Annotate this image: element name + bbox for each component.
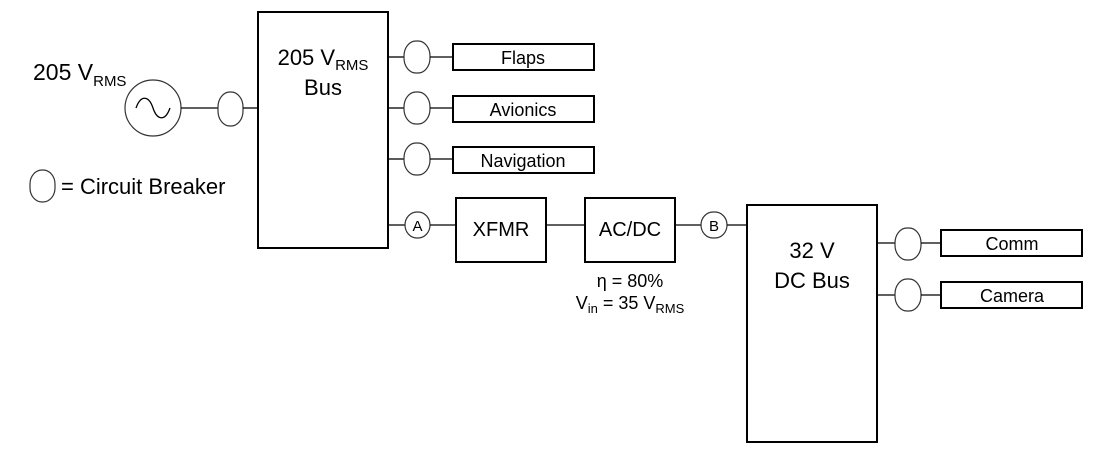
ac-bus-label-line2: Bus [304,75,342,100]
svg-text:A: A [412,218,422,235]
measurement-point-b: B [700,211,728,239]
input-voltage-label: Vin = 35 VRMS [576,293,685,316]
ac-load-flaps[interactable]: Flaps [388,40,595,74]
load-label: Navigation [480,151,565,171]
dc-bus-label-line2: DC Bus [774,268,850,293]
dc-bus-label: 32 V [789,238,835,263]
load-label: Flaps [501,48,545,68]
circuit-breaker-icon[interactable] [894,278,922,312]
svg-text:XFMR: XFMR [473,219,530,241]
ac-bus: 205 VRMS Bus [257,11,389,249]
svg-text:B: B [709,218,719,235]
svg-text:AC/DC: AC/DC [599,219,661,241]
ac-dc-converter-block: AC/DC [584,197,676,263]
source-label: 205 VRMS [33,59,126,90]
dc-load-camera[interactable]: Camera [877,278,1083,312]
legend-circuit-breaker-icon [29,169,56,203]
efficiency-label: η = 80% [597,271,664,291]
measurement-point-a: A [404,211,431,239]
circuit-breaker-icon[interactable] [403,91,431,125]
ac-bus-label: 205 VRMS [278,45,369,74]
circuit-breaker-icon[interactable] [403,142,431,176]
ac-source-icon [124,79,182,137]
load-label: Avionics [490,100,557,120]
transformer-block: XFMR [455,197,547,263]
legend-text: = Circuit Breaker [61,174,225,199]
ac-load-avionics[interactable]: Avionics [388,91,595,125]
ac-load-navigation[interactable]: Navigation [388,142,595,176]
load-label: Comm [986,234,1039,254]
circuit-breaker-icon[interactable] [403,40,431,74]
load-label: Camera [980,286,1045,306]
circuit-breaker-icon[interactable] [894,227,922,261]
circuit-breaker-icon[interactable] [217,91,244,127]
dc-load-comm[interactable]: Comm [877,227,1083,261]
dc-bus: 32 V DC Bus [746,204,878,443]
